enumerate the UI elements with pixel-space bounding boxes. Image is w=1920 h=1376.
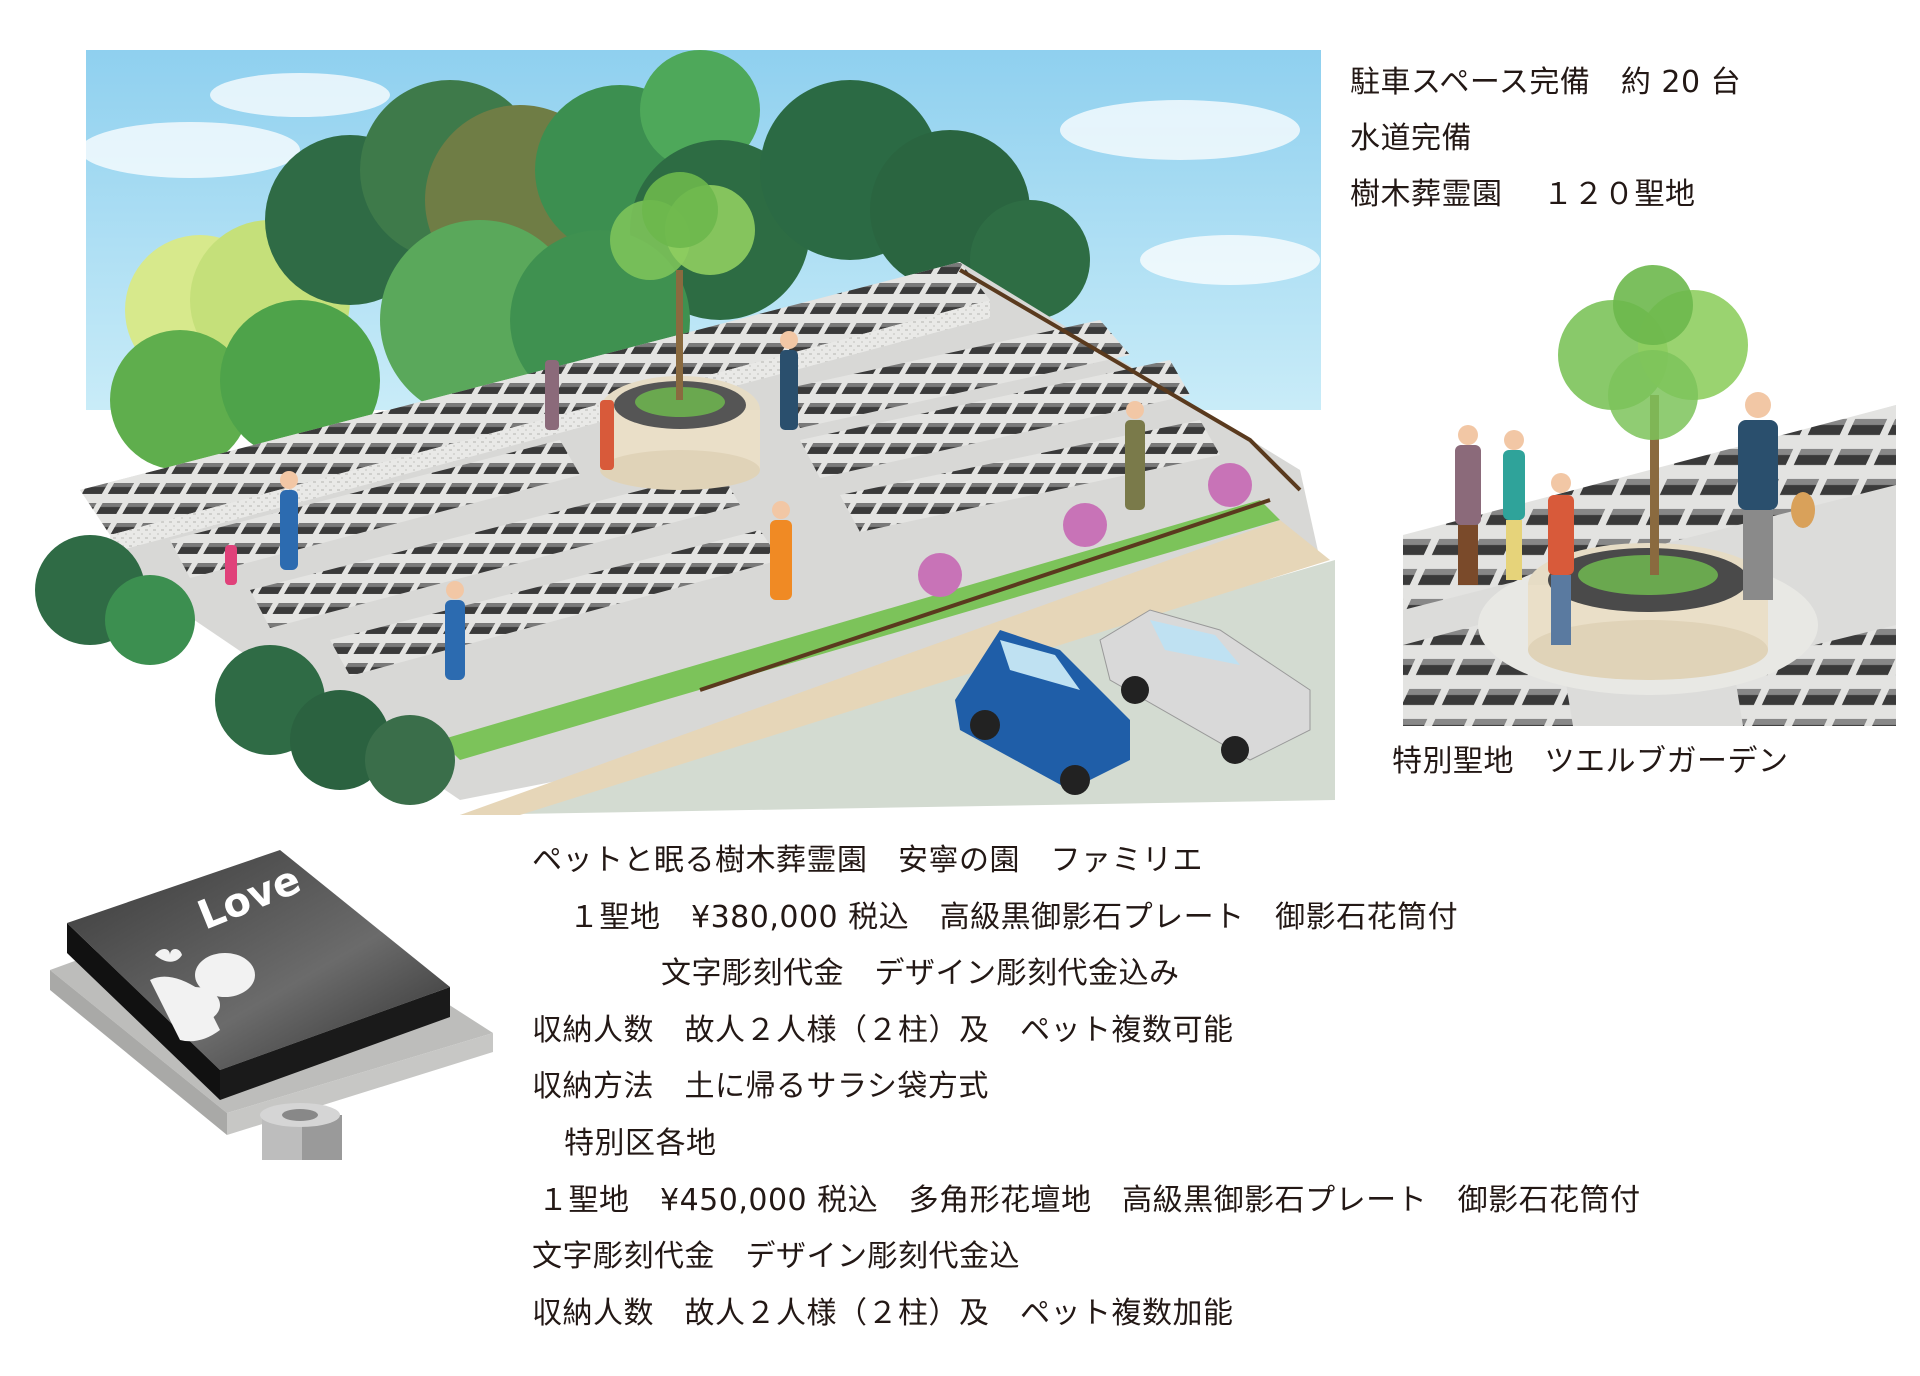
plan-line: 収納人数 故人２人様（２柱）及 ペット複数加能 [532,1296,1234,1331]
walkway [460,520,1330,815]
flower-holder [260,1103,342,1160]
octagon-planter [600,376,760,490]
engraved-girl-and-cat [150,949,255,1042]
clouds [80,73,1320,285]
plan-title: ペットと眠る樹木葬霊園 安寧の園 ファミリエ [532,843,1203,878]
plan-line: 収納人数 故人２人様（２柱）及 ペット複数可能 [532,1013,1234,1048]
cemetery-illustration [35,50,1335,815]
plan-line: １聖地 ¥380,000 税込 高級黒御影石プレート 御影石花筒付 [569,900,1459,935]
flower-pots [918,463,1252,597]
silver-car [1099,609,1311,764]
people [225,331,1145,680]
center-tree [610,172,755,400]
blue-car [955,630,1130,795]
plan-line: 文字彫刻代金 デザイン彫刻代金込 [532,1239,1020,1274]
visitors [1455,392,1815,645]
tree [1558,265,1748,575]
plan-line: 収納方法 土に帰るサラシ袋方式 [532,1069,989,1104]
plan-line: １聖地 ¥450,000 税込 多角形花壇地 高級黒御影石プレート 御影石花筒付 [538,1183,1641,1218]
plot-count-info: 樹木葬霊園 １２０聖地 [1350,177,1696,212]
fence [699,268,1302,692]
parking-info: 駐車スペース完備 約 20 台 [1350,65,1742,100]
granite-plate-illustration: Love [50,850,493,1160]
plan-line: 文字彫刻代金 デザイン彫刻代金込み [661,956,1180,991]
twelve-garden-illustration [1403,265,1896,726]
shrubs-front [35,535,455,805]
special-plot-caption: 特別聖地 ツエルブガーデン [1392,744,1789,779]
water-info: 水道完備 [1350,121,1472,156]
plan-line: 特別区各地 [564,1126,717,1161]
